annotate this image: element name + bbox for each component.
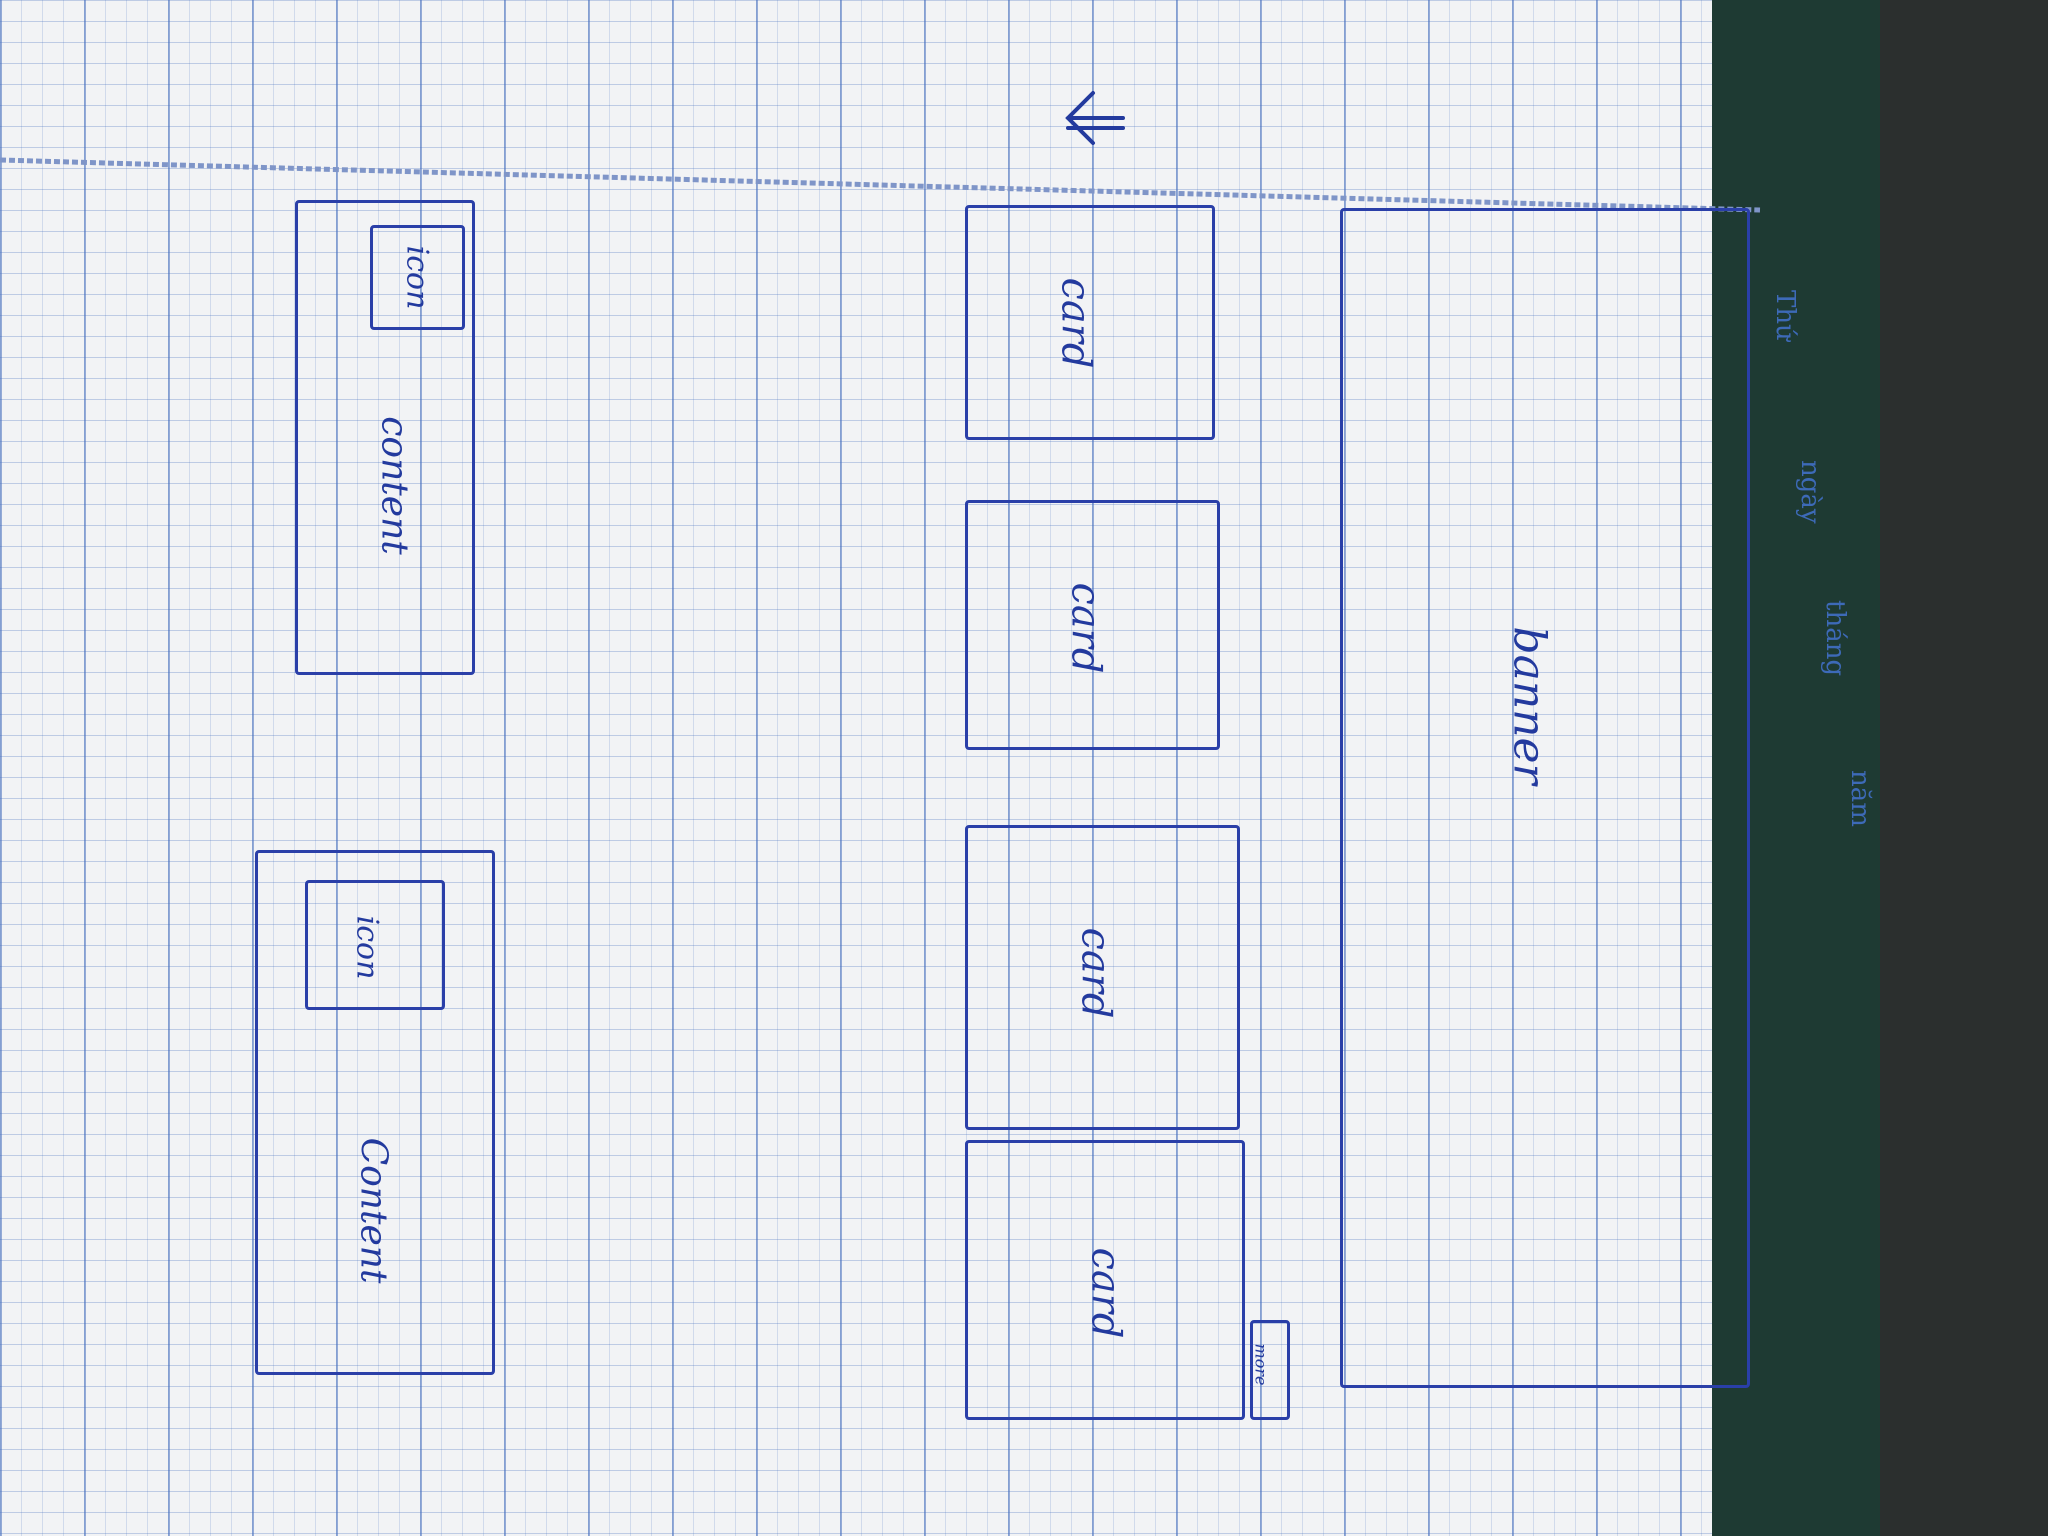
page-rulings [0,157,1761,213]
info-item-2-content-label: Content [352,1137,394,1284]
info-item-2-icon-box [305,880,445,1010]
notebook-page: Thứ ngày tháng năm banner more card card… [0,0,1880,1536]
info-item-1-icon-label: icon [399,245,435,310]
info-item-1-icon-box [370,225,465,330]
card-3-label: card [1072,927,1119,1019]
label-thu: Thứ [1770,290,1800,341]
back-arrow-icon[interactable] [1058,88,1128,148]
notebook-binding-line [0,157,1761,213]
more-button-label: more [1251,1343,1271,1386]
more-button[interactable] [1250,1320,1290,1420]
info-item-2[interactable] [255,850,495,1375]
label-thang: tháng [1820,600,1850,677]
info-item-2-icon-label: icon [349,915,385,980]
card-4-label: card [1082,1247,1129,1339]
info-item-1-content-label: content [373,416,415,555]
banner-label: banner [1503,626,1555,785]
notebook-cover-edge [1712,0,1880,1536]
label-ngay: ngày [1795,460,1825,524]
card-1-label: card [1052,277,1099,369]
card-2-label: card [1062,582,1109,674]
card-2[interactable] [965,500,1220,750]
label-nam: năm [1845,770,1875,827]
card-3[interactable] [965,825,1240,1130]
banner[interactable] [1340,208,1750,1388]
card-4[interactable] [965,1140,1245,1420]
card-1[interactable] [965,205,1215,440]
info-item-1[interactable] [295,200,475,675]
